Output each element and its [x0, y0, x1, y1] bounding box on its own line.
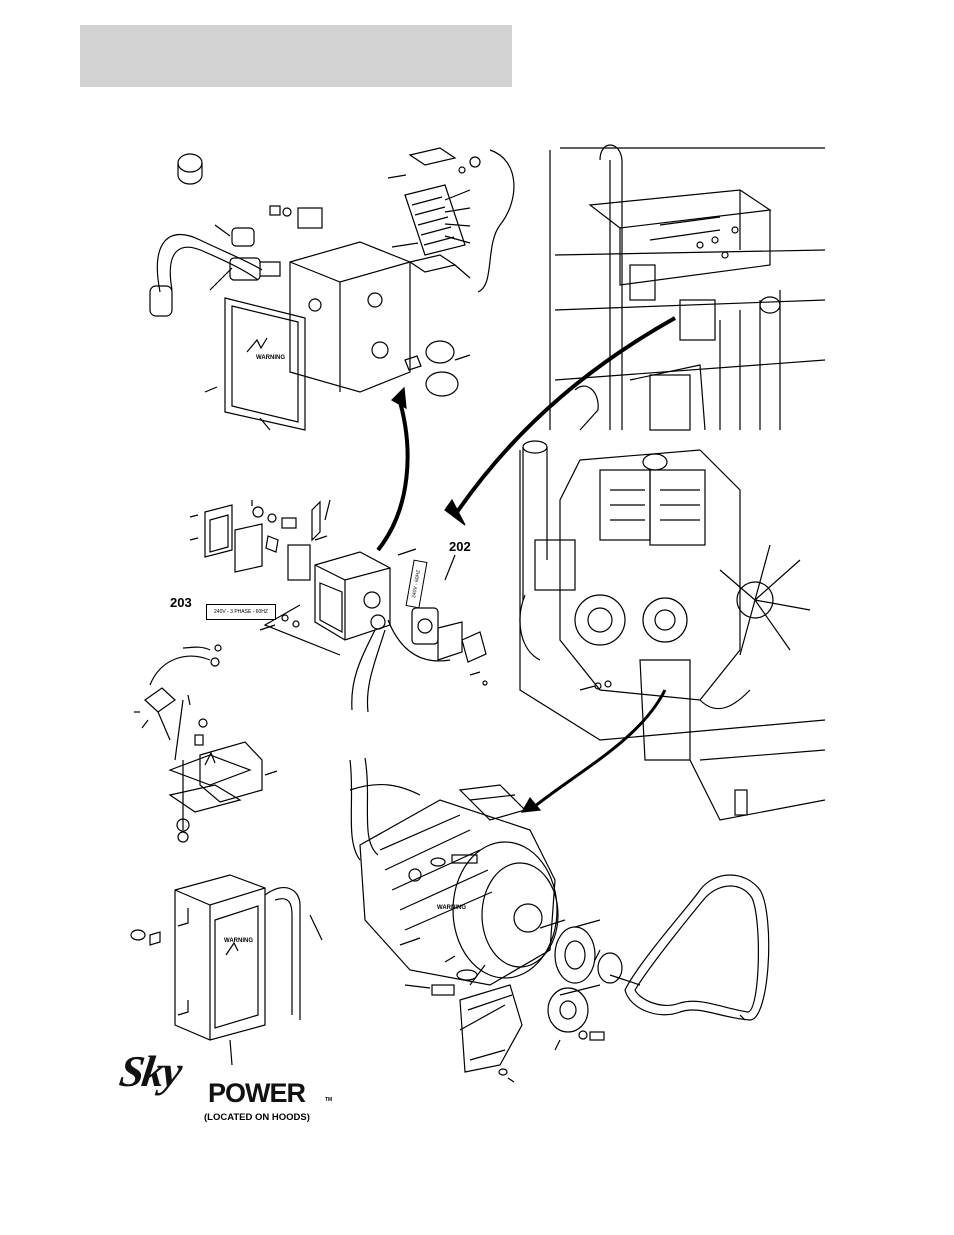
logo-power-text: POWER	[208, 1078, 305, 1109]
warning-label-main-box: WARNING	[256, 355, 285, 361]
generator-assembly	[350, 758, 769, 1082]
terminal-block-assembly	[388, 148, 514, 292]
callout-202: 202	[449, 539, 471, 554]
logo-sky-text: Sky	[116, 1046, 183, 1097]
warning-label-lower-box: WARNING	[224, 938, 253, 944]
callout-203: 203	[170, 595, 192, 610]
platform-frame	[550, 145, 825, 430]
logo-trademark: TM	[325, 1097, 332, 1103]
arrow-to-engine	[455, 318, 675, 515]
relay-bracket-assembly	[134, 645, 277, 842]
decal-240v-3phase: 240V - 3 PHASE - 60HZ	[206, 604, 276, 620]
lower-enclosure	[131, 875, 322, 1065]
junction-box-assembly	[150, 154, 470, 430]
engine-assembly	[520, 441, 825, 820]
leader-202	[445, 555, 455, 580]
warning-label-generator: WARNING	[437, 905, 466, 911]
logo-location-note: (LOCATED ON HOODS)	[204, 1112, 310, 1123]
skypower-logo: Sky POWER TM (LOCATED ON HOODS)	[118, 1040, 338, 1130]
arrow-to-junction	[378, 395, 408, 550]
